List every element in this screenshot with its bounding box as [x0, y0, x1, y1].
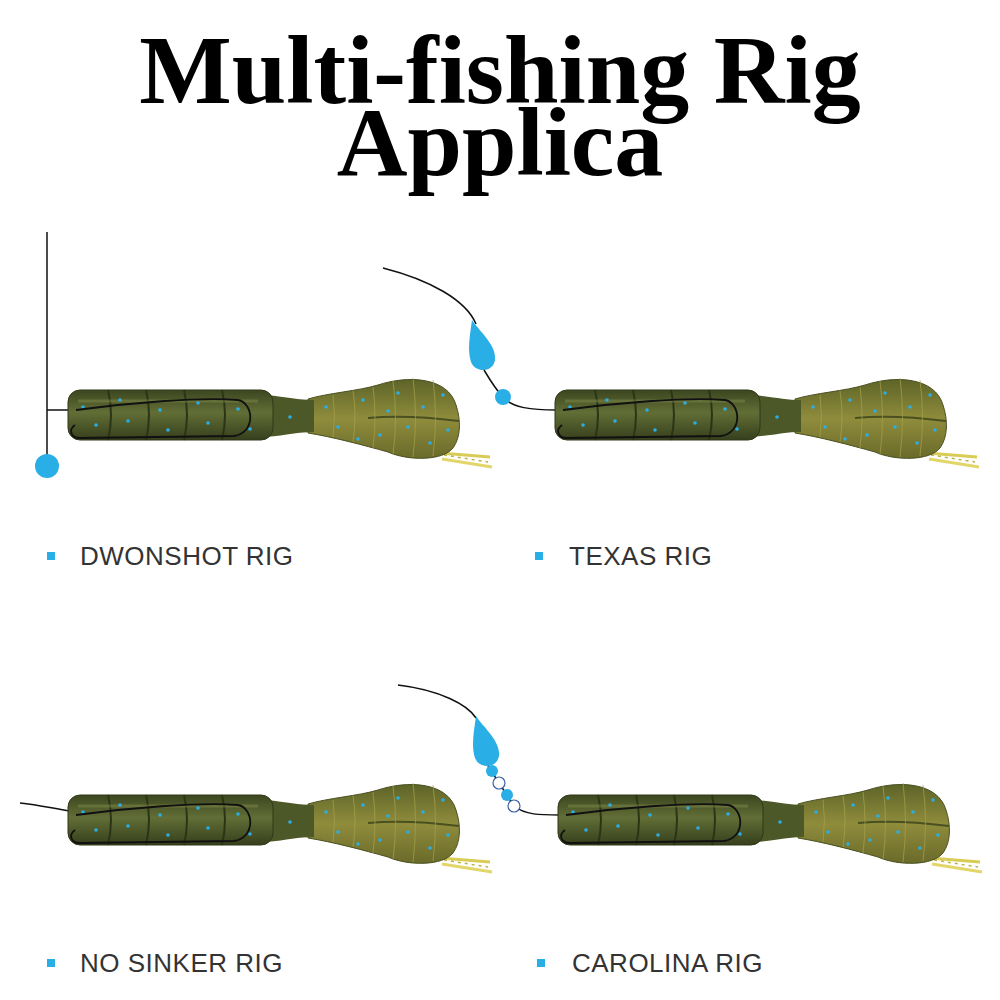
downshot-rig — [35, 232, 492, 478]
rig-label: TEXAS RIG — [569, 541, 712, 571]
rig-label: NO SINKER RIG — [80, 948, 283, 978]
no-sinker-rig — [20, 783, 492, 872]
rig-label: DWONSHOT RIG — [80, 541, 294, 571]
carolina-rig — [398, 685, 982, 872]
texas-rig — [383, 268, 979, 467]
title: Multi-fishing Rig Applica — [110, 34, 890, 178]
bullet-square — [47, 552, 545, 967]
rig-label: CAROLINA RIG — [572, 948, 763, 978]
